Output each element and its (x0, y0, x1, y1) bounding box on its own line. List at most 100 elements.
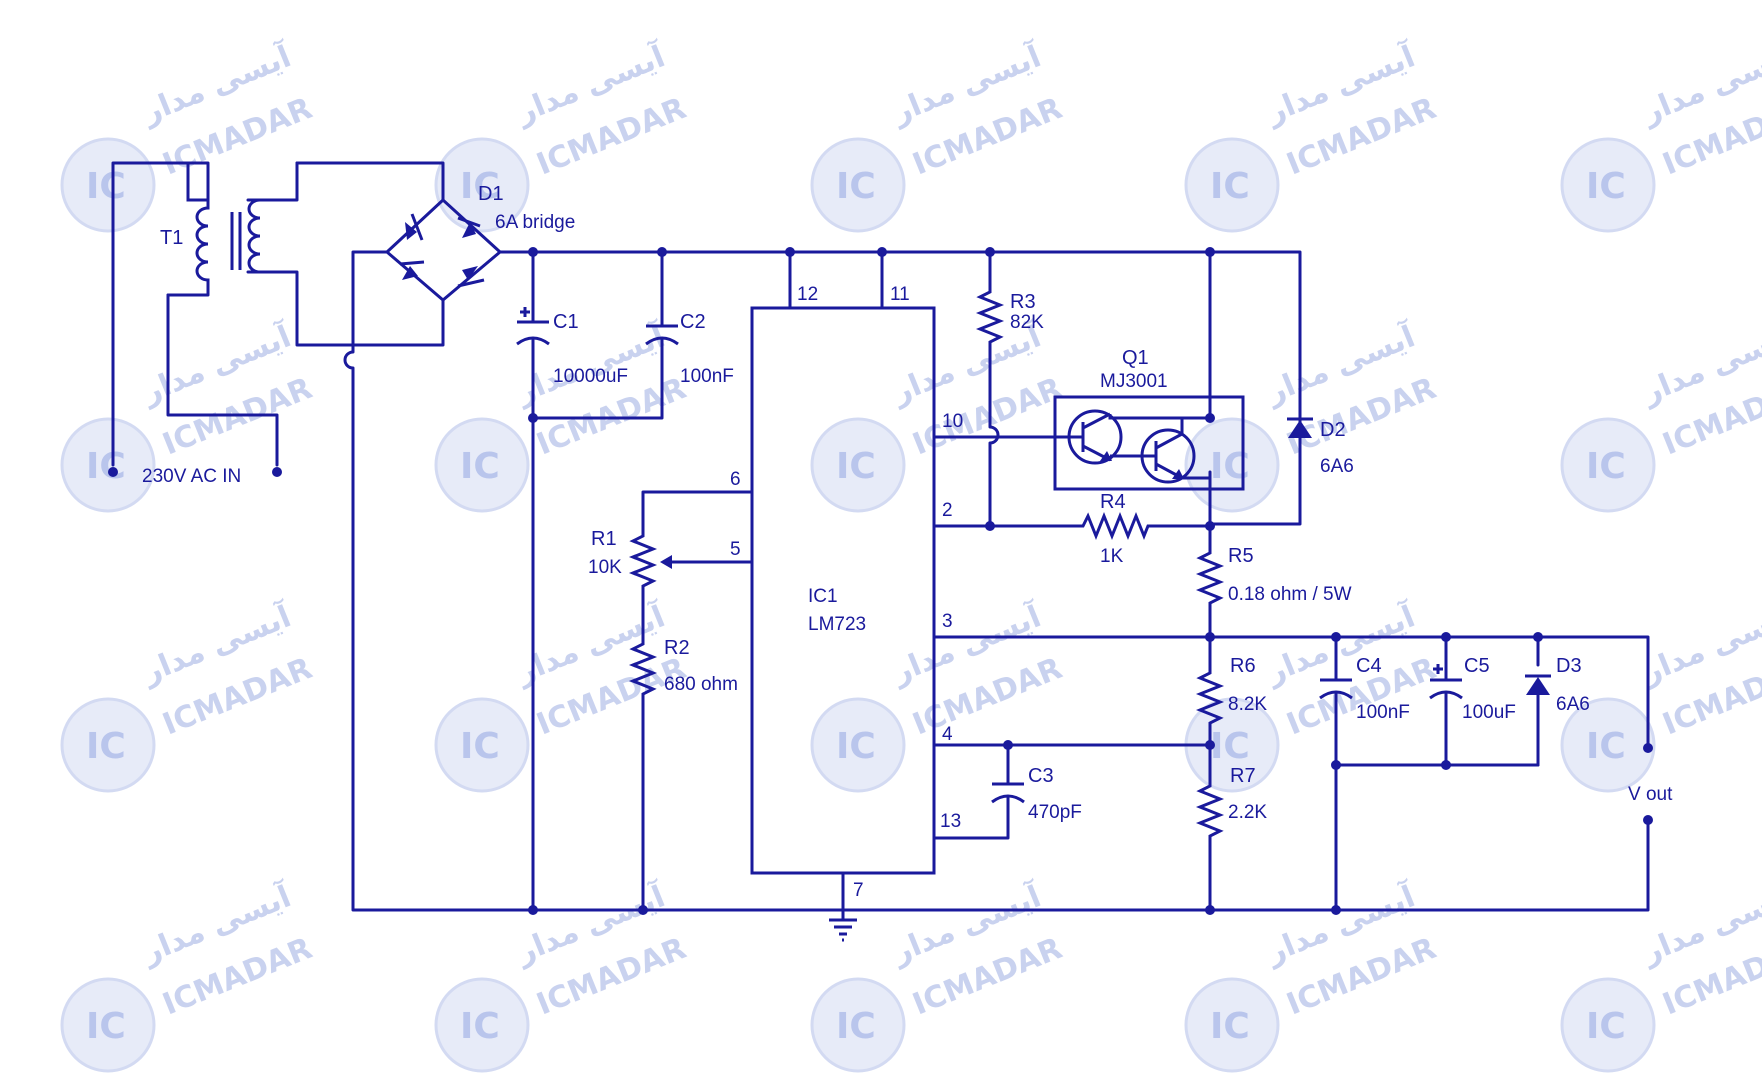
transformer-t1 (146, 161, 299, 297)
diode-d2 (1287, 417, 1313, 438)
d1-value: 6A bridge (495, 212, 575, 233)
ic-pin-12: 12 (797, 284, 818, 305)
q1-part: MJ3001 (1100, 371, 1168, 392)
resistor-r1 (628, 528, 672, 600)
r7-ref: R7 (1230, 765, 1256, 787)
c3-value: 470pF (1028, 802, 1082, 823)
r4-ref: R4 (1100, 491, 1126, 513)
ic-pin-6: 6 (730, 469, 741, 490)
ic-pin-3: 3 (942, 611, 953, 632)
watermark-logo-icon (810, 977, 906, 1073)
d3-value: 6A6 (1556, 694, 1590, 715)
c5-ref: C5 (1464, 655, 1490, 677)
resistor-r3 (975, 284, 1005, 350)
watermark-logo-text: IC (86, 166, 126, 207)
diode-d3 (1525, 674, 1551, 695)
watermark-logo-text: IC (1586, 446, 1626, 487)
capacitor-c3 (991, 782, 1025, 804)
watermark-logo-text: IC (1210, 1006, 1250, 1047)
junctions (108, 247, 1653, 915)
d1-ref: D1 (478, 183, 504, 205)
watermark-logo-text: IC (836, 446, 876, 487)
r5-value: 0.18 ohm / 5W (1228, 584, 1352, 605)
ground-symbol (829, 918, 857, 942)
resistor-r4 (1075, 511, 1153, 541)
c4-value: 100nF (1356, 702, 1410, 723)
vout-label: V out (1628, 784, 1673, 805)
c4-ref: C4 (1356, 655, 1382, 677)
capacitor-c2 (645, 324, 679, 346)
transistor-q1 (1053, 395, 1245, 491)
watermark-logo-text: IC (1586, 166, 1626, 207)
watermark-logo-icon (1560, 137, 1656, 233)
d2-value: 6A6 (1320, 456, 1354, 477)
watermark-logo-icon (60, 697, 156, 793)
wires (111, 161, 1650, 922)
watermark-logo-text: IC (1210, 726, 1250, 767)
ic-pin-2: 2 (942, 500, 953, 521)
c1-ref: C1 (553, 311, 579, 333)
watermark-logo-text: IC (836, 1006, 876, 1047)
watermark-logo-text: IC (86, 726, 126, 767)
ic-part: LM723 (808, 614, 866, 635)
capacitor-c4 (1319, 678, 1353, 700)
ac-input-label: 230V AC IN (142, 466, 241, 487)
ic-lm723 (750, 306, 936, 875)
ic-pin-10: 10 (942, 411, 963, 432)
c2-ref: C2 (680, 311, 706, 333)
watermark-logo-icon (434, 137, 530, 233)
watermark-logo-icon (1184, 977, 1280, 1073)
c2-value: 100nF (680, 366, 734, 387)
resistor-r6 (1195, 665, 1225, 731)
watermark-logo-text: IC (836, 726, 876, 767)
watermark-logo-icon (1184, 137, 1280, 233)
watermark-logo-text: IC (460, 446, 500, 487)
watermark-logo-text: IC (460, 166, 500, 207)
r2-ref: R2 (664, 637, 690, 659)
r5-ref: R5 (1228, 545, 1254, 567)
watermark-logo-icon (60, 977, 156, 1073)
t1-ref: T1 (160, 227, 183, 249)
watermark-logo-icon (434, 977, 530, 1073)
r2-value: 680 ohm (664, 674, 738, 695)
ic-pin-7: 7 (853, 880, 864, 901)
capacitor-c5 (1429, 664, 1463, 700)
ic-pin-4: 4 (942, 724, 953, 745)
c5-value: 100uF (1462, 702, 1516, 723)
r3-value: 82K (1010, 312, 1044, 333)
c1-value: 10000uF (553, 366, 628, 387)
watermark-logo-icon (1560, 977, 1656, 1073)
watermark-logo-icon (434, 697, 530, 793)
ic-pin-5: 5 (730, 539, 741, 560)
watermark-logo-text: IC (836, 166, 876, 207)
r6-ref: R6 (1230, 655, 1256, 677)
watermark-logo-icon (60, 417, 156, 513)
resistor-r7 (1195, 778, 1225, 844)
watermark-logo-icon (810, 137, 906, 233)
r3-ref: R3 (1010, 291, 1036, 313)
watermark-logo-text: IC (1586, 1006, 1626, 1047)
r6-value: 8.2K (1228, 694, 1267, 715)
ic-pin-11: 11 (890, 284, 910, 305)
resistor-r5 (1195, 545, 1225, 611)
watermark-logo-icon (434, 417, 530, 513)
d2-ref: D2 (1320, 419, 1346, 441)
labels: T1 230V AC IN D1 6A bridge C1 10000uF C2… (142, 183, 1673, 901)
r1-ref: R1 (591, 528, 617, 550)
watermark-logo-text: IC (86, 1006, 126, 1047)
